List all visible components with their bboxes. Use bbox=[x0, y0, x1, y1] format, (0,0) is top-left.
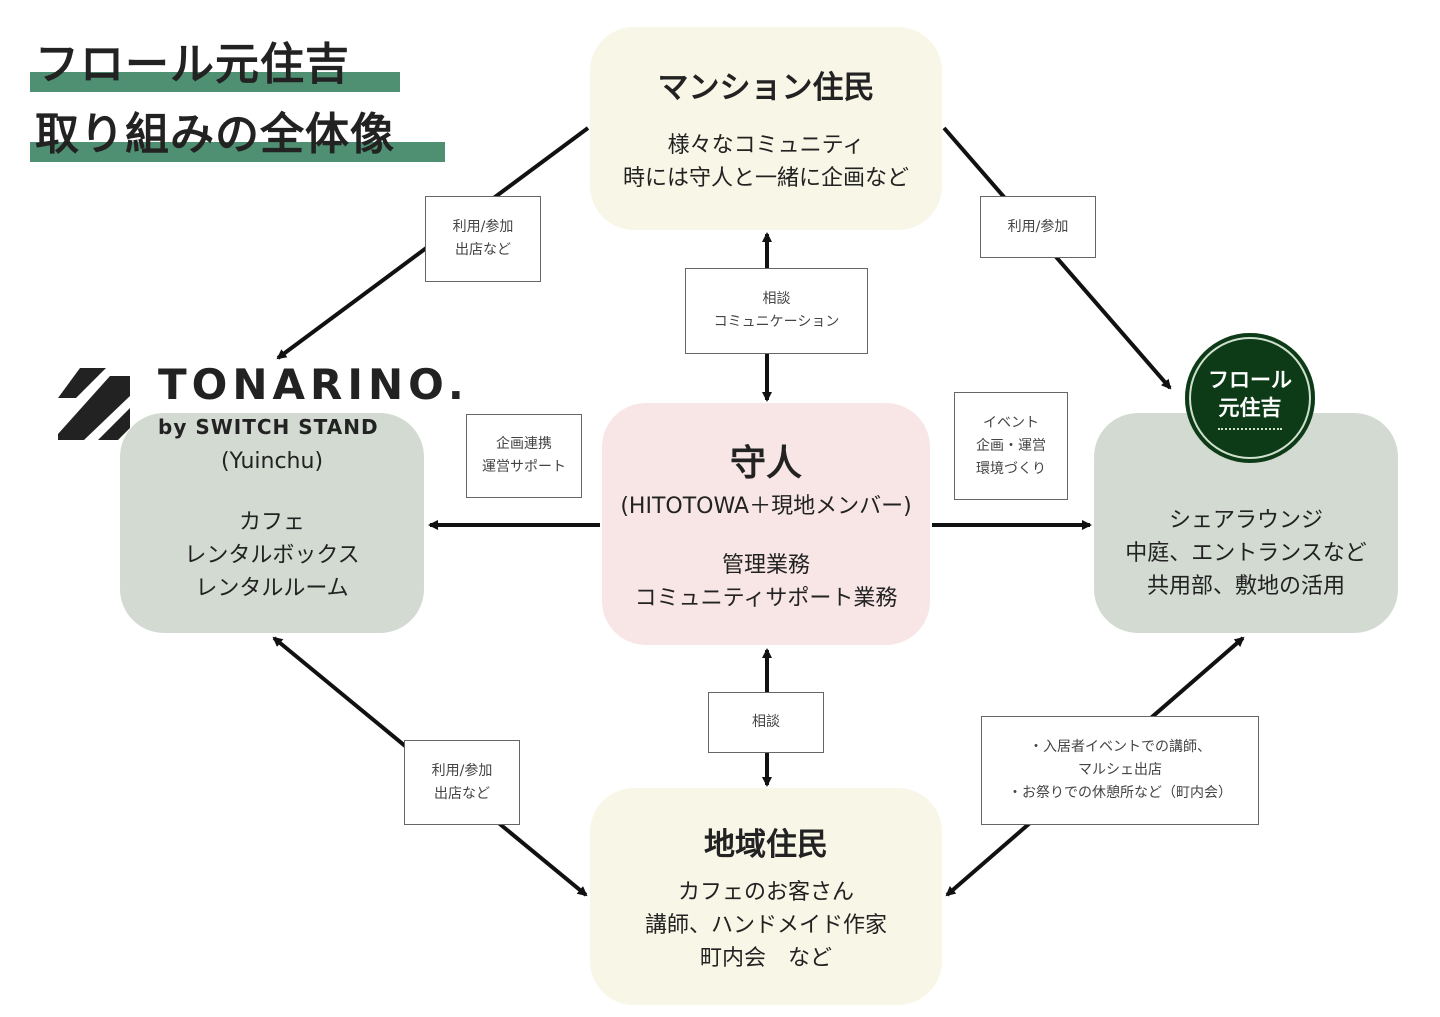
label-text: ・入居者イベントでの講師、 bbox=[1029, 739, 1211, 755]
node-text: 時には守人と一緒に企画など bbox=[622, 166, 909, 191]
label-text: 出店など bbox=[434, 785, 490, 802]
node-text: 講師、ハンドメイド作家 bbox=[644, 912, 887, 938]
node-morito: 守人 (HITOTOWA＋現地メンバー) 管理業務 コミュニティサポート業務 bbox=[602, 403, 930, 645]
label-text: 相談 bbox=[762, 291, 791, 307]
label-text: 運営サポート bbox=[482, 459, 566, 475]
node-text: カフェのお客さん bbox=[677, 879, 854, 905]
page-subtitle: 取り組みの全体像 bbox=[35, 109, 395, 160]
node-text: カフェ bbox=[238, 510, 305, 535]
title-underline bbox=[30, 142, 445, 162]
label-text: 企画・運営 bbox=[976, 437, 1046, 454]
node-text: 様々なコミュニティ bbox=[667, 133, 865, 158]
node-mansion-residents: マンション住民 様々なコミュニティ 時には守人と一緒に企画など bbox=[590, 27, 942, 230]
logo-text: 元住吉 bbox=[1218, 396, 1282, 420]
label-text: マルシェ出店 bbox=[1078, 762, 1162, 778]
node-text: 中庭、エントランスなど bbox=[1125, 540, 1367, 566]
label-center-left: 企画連携運営サポート bbox=[466, 414, 582, 498]
label-bottom-right: ・入居者イベントでの講師、マルシェ出店・お祭りでの休憩所など（町内会） bbox=[981, 716, 1259, 825]
node-flor-motosumiyoshi: シェアラウンジ 中庭、エントランスなど 共用部、敷地の活用 bbox=[1094, 413, 1398, 633]
node-text: (Yuinchu) bbox=[220, 449, 324, 474]
node-subtitle: (HITOTOWA＋現地メンバー) bbox=[620, 493, 912, 519]
label-text: 出店など bbox=[455, 242, 511, 258]
label-top-left: 利用/参加出店など bbox=[425, 196, 541, 282]
arrow-top-to-right bbox=[942, 126, 1172, 390]
label-center-right: イベント企画・運営環境づくり bbox=[954, 392, 1068, 500]
node-tonarino: (Yuinchu) カフェ レンタルボックス レンタルルーム bbox=[120, 413, 424, 633]
tonarino-logo-subtext: by SWITCH STAND bbox=[158, 415, 379, 439]
node-title: マンション住民 bbox=[657, 70, 875, 106]
node-text: レンタルボックス bbox=[184, 543, 360, 568]
label-top-right: 利用/参加 bbox=[980, 196, 1096, 258]
label-bottom-left: 利用/参加出店など bbox=[404, 740, 520, 825]
logo-dots bbox=[1218, 428, 1282, 430]
page-title: フロール元住吉 bbox=[35, 39, 350, 90]
node-title: 守人 bbox=[729, 442, 802, 484]
flor-logo-badge: フロール 元住吉 bbox=[1185, 333, 1315, 463]
label-bottom-center: 相談 bbox=[708, 692, 824, 753]
label-text: 利用/参加 bbox=[452, 219, 514, 235]
node-text: コミュニティサポート業務 bbox=[634, 585, 898, 611]
label-text: 利用/参加 bbox=[431, 762, 493, 779]
label-text: 相談 bbox=[752, 714, 780, 730]
node-text: 共用部、敷地の活用 bbox=[1146, 573, 1345, 599]
logo-text: フロール bbox=[1208, 368, 1292, 392]
label-text: ・お祭りでの休憩所など（町内会） bbox=[1008, 785, 1232, 801]
tonarino-logo-text: TONARINO. bbox=[158, 360, 469, 409]
node-title: 地域住民 bbox=[704, 826, 828, 863]
label-text: 利用/参加 bbox=[1007, 218, 1069, 235]
label-top-center: 相談コミュニケーション bbox=[685, 268, 868, 354]
label-text: コミュニケーション bbox=[713, 314, 840, 330]
node-local-residents: 地域住民 カフェのお客さん 講師、ハンドメイド作家 町内会 など bbox=[590, 788, 942, 1005]
tonarino-logo-icon bbox=[58, 368, 130, 440]
node-text: レンタルルーム bbox=[195, 576, 349, 601]
title-underline bbox=[30, 72, 400, 92]
label-text: 企画連携 bbox=[496, 436, 552, 452]
node-text: シェアラウンジ bbox=[1168, 507, 1323, 533]
node-text: 町内会 など bbox=[699, 945, 832, 971]
node-text: 管理業務 bbox=[721, 552, 810, 578]
label-text: イベント bbox=[983, 414, 1039, 431]
label-text: 環境づくり bbox=[976, 460, 1046, 477]
